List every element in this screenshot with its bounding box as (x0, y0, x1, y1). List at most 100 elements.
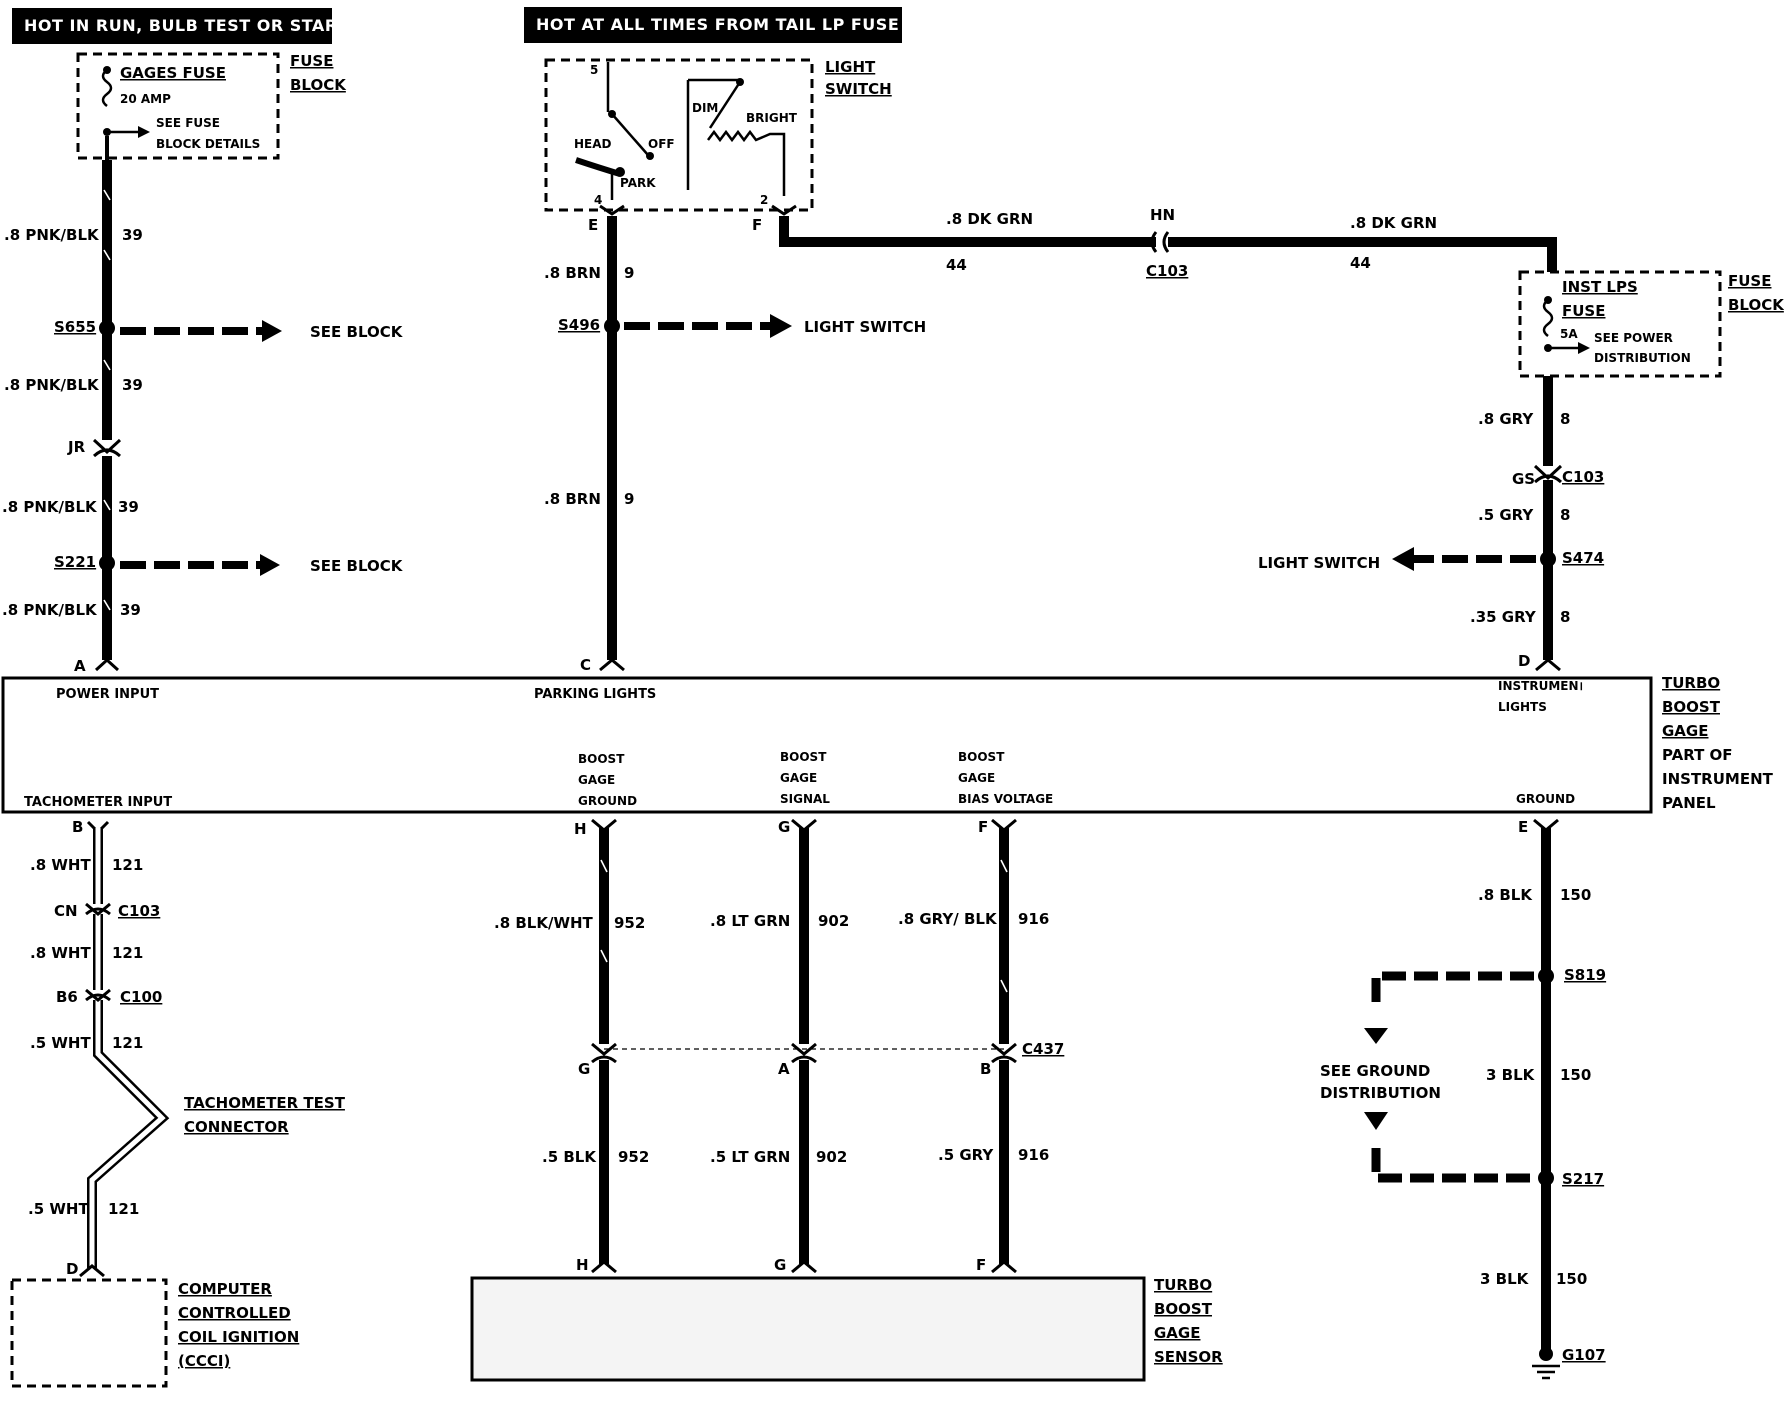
wire-label: .8 PNK/BLK (2, 498, 98, 516)
terminal-label-f: F (752, 216, 762, 234)
connector-c437-g-icon (791, 1042, 817, 1056)
wire-label: .8 BLK (1478, 886, 1533, 904)
sensor-label-l1: TURBO (1154, 1276, 1212, 1294)
connector-label-hn: HN (1150, 206, 1175, 224)
connector-c437-f-icon (991, 1042, 1017, 1056)
pin-name-boost-ground-l3: GROUND (578, 794, 637, 808)
switch-off-contact (646, 152, 654, 160)
instrument-lights-feed-circuit-44: .8 DK GRN 44 HN C103 .8 DK GRN 44 (779, 206, 1557, 280)
inst-fuse-name-l1: INST LPS (1562, 278, 1638, 296)
inst-fuse-see-l2: DISTRIBUTION (1594, 351, 1691, 365)
see-ground-l1: SEE GROUND (1320, 1062, 1430, 1080)
tracer-stripe (103, 599, 111, 611)
terminal-c-icon (599, 658, 625, 672)
switch-park-label: PARK (620, 176, 656, 190)
wire-label: .8 PNK/BLK (4, 376, 100, 394)
terminal-d-icon (1535, 658, 1561, 672)
sensor-label-l4: SENSOR (1154, 1348, 1223, 1366)
wire-label: .8 PNK/BLK (2, 601, 98, 619)
wire-label: 3 BLK (1480, 1270, 1530, 1288)
ground-dist-arrow-up-icon (1364, 1028, 1388, 1044)
boost-sensor-circuits: H G F .8 BLK/WHT 952 .8 LT GRN 902 .8 GR… (470, 818, 1223, 1382)
connector-c437-a-mate-icon (791, 1055, 817, 1064)
terminal-label-e-ground: E (1518, 818, 1528, 836)
terminal-label-b: B (72, 818, 83, 836)
circuit-number: 121 (112, 856, 143, 874)
gages-fuse-dashed-box (76, 52, 280, 160)
pin-name-boost-signal-l1: BOOST (780, 750, 827, 764)
terminal-label-h-top: H (574, 820, 587, 838)
splice-s221 (99, 555, 115, 571)
ground-g107-node (1539, 1347, 1553, 1361)
ccci-label-l1: COMPUTER (178, 1280, 272, 1298)
connector-label-c103-tach: C103 (118, 902, 160, 920)
tracer-stripe (103, 359, 111, 371)
light-switch-title-l2: SWITCH (825, 80, 892, 98)
terminal-a-icon (94, 657, 120, 672)
tach-test-connector-l1: TACHOMETER TEST (184, 1094, 346, 1112)
terminal-label-a: A (74, 657, 86, 675)
circuit-number: 150 (1560, 1066, 1591, 1084)
gage-title-l2: BOOST (1662, 698, 1721, 716)
wire-label: .35 GRY (1470, 608, 1537, 626)
tachometer-circuit-121: B .8 WHT 121 CN C103 .8 WHT 121 B6 C100 … (10, 818, 346, 1388)
connector-c437-g-mate-icon (591, 1055, 617, 1064)
switch-head-contact-arc (575, 157, 621, 177)
wire-label: .8 GRY (1478, 410, 1534, 428)
see-block-arrow-icon-1 (262, 320, 282, 342)
splice-s496 (604, 318, 620, 334)
inst-fuse-name-l2: FUSE (1562, 302, 1605, 320)
see-block-arrow-icon-2 (260, 554, 280, 576)
wire-label: .8 PNK/BLK (4, 226, 100, 244)
wire-label: .8 WHT (30, 944, 91, 962)
wire-label: .8 BRN (544, 264, 601, 282)
light-switch-arrow-icon-right (1392, 547, 1414, 571)
circuit-number: 121 (112, 1034, 143, 1052)
inst-fuse-element-icon (1542, 299, 1554, 337)
light-switch-label-mid: LIGHT SWITCH (804, 318, 926, 336)
connector-label-c103-top: C103 (1146, 262, 1188, 280)
banner-hot-at-all-times: HOT AT ALL TIMES FROM TAIL LP FUSE (524, 7, 902, 43)
fuse-block-label-right-l2: BLOCK (1728, 296, 1784, 314)
gages-fuse-see-arrow-icon (138, 126, 150, 138)
wire-label: .5 GRY (938, 1146, 994, 1164)
connector-hn-male-icon (1150, 231, 1158, 253)
circuit-number: 8 (1560, 506, 1570, 524)
gage-title-l4: PART OF (1662, 746, 1733, 764)
splice-label-s819: S819 (1564, 966, 1606, 984)
pin-label-5: 5 (590, 63, 598, 77)
splice-label-s474: S474 (1562, 549, 1604, 567)
connector-c437-h-icon (591, 1042, 617, 1056)
connector-b6-icon (85, 988, 111, 1002)
power-input-circuit-39: .8 PNK/BLK 39 S655 SEE BLOCK .8 PNK/BLK … (2, 160, 404, 675)
inst-lps-fuse-block: FUSE BLOCK INST LPS FUSE 5A SEE POWER DI… (1518, 270, 1784, 378)
circuit-number: 916 (1018, 910, 1049, 928)
banner-middle-bg (524, 7, 902, 43)
connector-hn-female-icon (1162, 231, 1170, 253)
inst-fuse-rating: 5A (1560, 327, 1578, 341)
inst-fuse-see-l1: SEE POWER (1594, 331, 1673, 345)
connector-b6-mate-icon (85, 993, 111, 1002)
pin-name-boost-signal-l2: GAGE (780, 771, 817, 785)
pin-name-boost-bias-l2: GAGE (958, 771, 995, 785)
terminal-label-d: D (1518, 652, 1530, 670)
light-switch-assembly: LIGHT SWITCH 5 HEAD OFF PARK 4 DIM BRIGH… (544, 58, 892, 234)
banner-hot-in-run: HOT IN RUN, BULB TEST OR START (12, 8, 348, 44)
connector-gs-lower-icon (1533, 474, 1563, 484)
turbo-boost-gage-sensor-box (470, 1276, 1146, 1382)
fuse-block-label-left-l1: FUSE (290, 52, 333, 70)
terminal-label-f-top: F (978, 818, 988, 836)
switch-off-label: OFF (648, 137, 675, 151)
connector-label-cn: CN (54, 902, 78, 920)
wire-label: 3 BLK (1486, 1066, 1536, 1084)
wire-label: .5 WHT (28, 1200, 89, 1218)
connector-jr-lower-icon (92, 448, 122, 458)
connector-label-b6: B6 (56, 988, 78, 1006)
wire-label: .8 BRN (544, 490, 601, 508)
connector-cn-mate-icon (85, 907, 111, 916)
switch-head-label: HEAD (574, 137, 612, 151)
pin-name-boost-bias-l1: BOOST (958, 750, 1005, 764)
gage-title-l3: GAGE (1662, 722, 1708, 740)
pin-name-tachometer-input: TACHOMETER INPUT (24, 795, 172, 810)
pin-name-boost-bias-l3: BIAS VOLTAGE (958, 792, 1053, 806)
